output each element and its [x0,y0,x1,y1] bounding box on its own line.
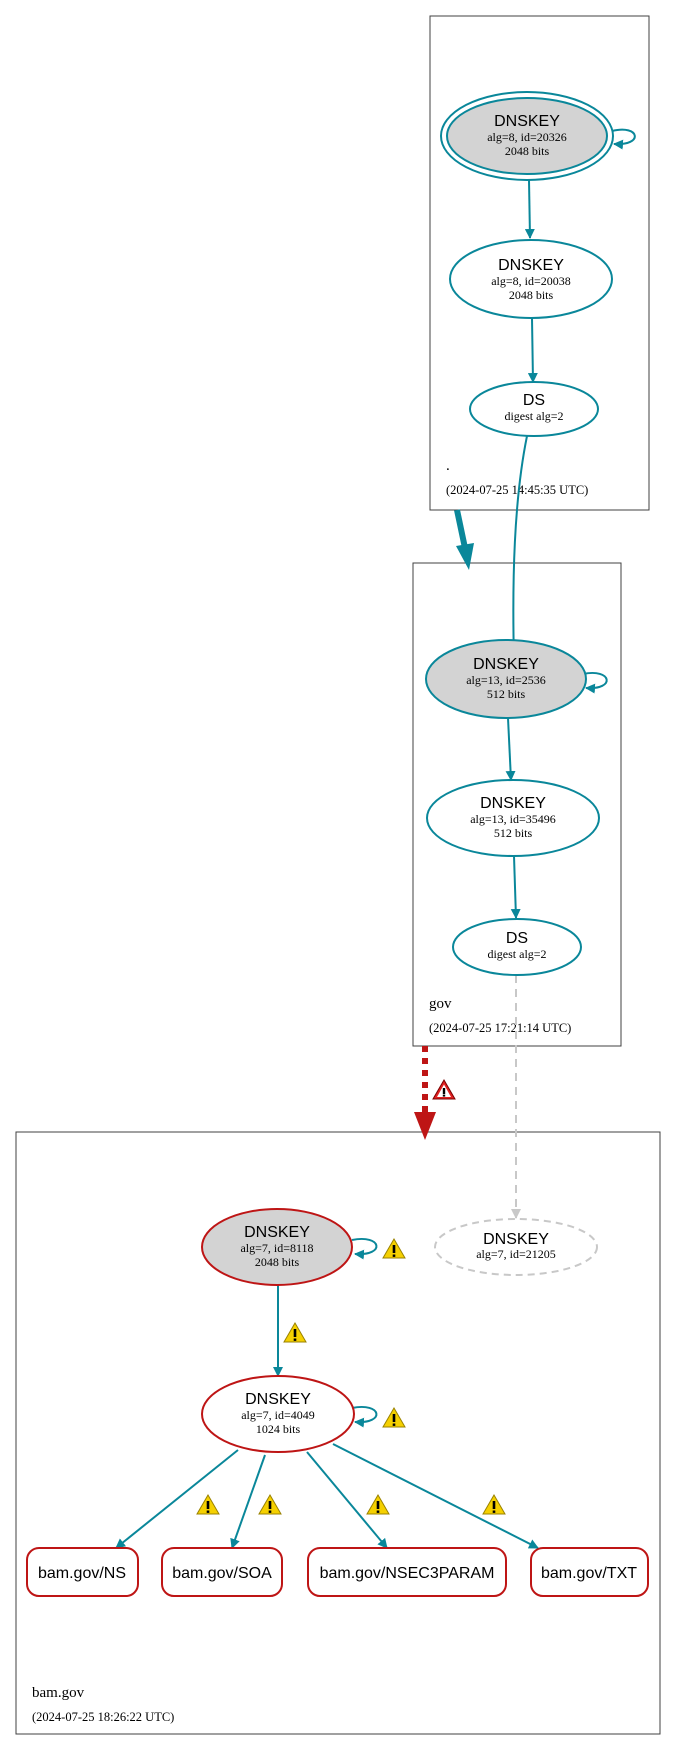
zone-name-root: . [446,458,450,474]
edge-bam-zsk-nsec3param [306,1451,388,1549]
node-gov-ksk[interactable]: DNSKEY alg=13, id=2536 512 bits [425,639,587,719]
edge-root-ksk-self [611,128,636,150]
rrset-nsec3param-label: bam.gov/NSEC3PARAM [320,1565,495,1582]
node-bam-missing-id: alg=7, id=21205 [476,1247,556,1261]
zone-date-root: (2024-07-25 14:45:35 UTC) [446,483,588,497]
delegation-warning-icon [432,1079,456,1100]
rrset-soa[interactable]: bam.gov/SOA [161,1547,283,1597]
node-gov-ksk-bits: 512 bits [487,687,526,701]
warning-icon-bam-nsec3param [366,1494,390,1515]
edge-bam-zsk-soa [230,1454,266,1549]
node-root-zsk-title: DNSKEY [498,257,564,274]
node-gov-ds[interactable]: DS digest alg=2 [452,918,582,976]
zone-name-gov: gov [429,996,452,1012]
warning-icon-bam-ksk-self [382,1238,406,1259]
zone-date-bam: (2024-07-25 18:26:22 UTC) [32,1710,174,1724]
zone-box-bam [15,1131,661,1735]
node-bam-ksk-title: DNSKEY [244,1224,310,1241]
warning-icon-bam-soa [258,1494,282,1515]
node-root-zsk-bits: 2048 bits [509,288,554,302]
edge-bam-zsk-ns [115,1449,239,1549]
edge-bam-zsk-txt [332,1443,539,1549]
node-root-ds[interactable]: DS digest alg=2 [469,381,599,437]
node-gov-ds-digest: digest alg=2 [487,947,546,961]
node-root-ksk-bits: 2048 bits [505,144,550,158]
edge-gov-zsk-ds [510,855,521,919]
node-bam-ksk-id: alg=7, id=8118 [240,1241,313,1255]
node-gov-ksk-id: alg=13, id=2536 [466,673,546,687]
node-gov-ds-title: DS [506,930,528,947]
node-root-ds-digest: digest alg=2 [504,409,563,423]
node-bam-ksk[interactable]: DNSKEY alg=7, id=8118 2048 bits [201,1208,353,1286]
node-gov-zsk-title: DNSKEY [480,795,546,812]
zone-name-bam: bam.gov [32,1685,85,1701]
rrset-nsec3param[interactable]: bam.gov/NSEC3PARAM [307,1547,507,1597]
node-bam-zsk-id: alg=7, id=4049 [241,1408,315,1422]
node-bam-missing-key[interactable]: DNSKEY alg=7, id=21205 [434,1218,598,1276]
node-root-ds-title: DS [523,392,545,409]
edge-bam-ksk-self [351,1237,378,1260]
edge-root-ds-gov-ksk [508,435,528,663]
node-root-zsk[interactable]: DNSKEY alg=8, id=20038 2048 bits [449,239,613,319]
node-bam-missing-title: DNSKEY [483,1231,549,1248]
edge-gov-ksk-zsk [505,717,516,781]
node-root-ksk[interactable]: DNSKEY alg=8, id=20326 2048 bits [440,91,614,181]
rrset-txt[interactable]: bam.gov/TXT [530,1547,649,1597]
rrset-ns[interactable]: bam.gov/NS [26,1547,139,1597]
edge-gov-ksk-self [582,671,608,694]
rrset-ns-label: bam.gov/NS [38,1565,126,1582]
edge-root-zsk-ds [527,317,538,383]
node-bam-zsk[interactable]: DNSKEY alg=7, id=4049 1024 bits [201,1375,355,1453]
node-root-zsk-id: alg=8, id=20038 [491,274,571,288]
node-gov-zsk[interactable]: DNSKEY alg=13, id=35496 512 bits [426,779,600,857]
warning-icon-bam-txt [482,1494,506,1515]
warning-icon-bam-ns [196,1494,220,1515]
edge-root-ksk-zsk [524,179,535,239]
node-gov-zsk-bits: 512 bits [494,826,533,840]
node-gov-ksk-title: DNSKEY [473,656,539,673]
warning-icon-bam-ksk-zsk [283,1322,307,1343]
node-bam-ksk-bits: 2048 bits [255,1255,300,1269]
zone-box-root [429,15,650,511]
node-bam-zsk-title: DNSKEY [245,1391,311,1408]
node-bam-zsk-bits: 1024 bits [256,1422,301,1436]
node-gov-zsk-id: alg=13, id=35496 [470,812,556,826]
zone-date-gov: (2024-07-25 17:21:14 UTC) [429,1021,571,1035]
node-root-ksk-id: alg=8, id=20326 [487,130,567,144]
delegation-root-gov-head [456,543,474,570]
edge-bam-zsk-self [351,1405,378,1428]
node-root-ksk-title: DNSKEY [494,113,560,130]
delegation-gov-bam-head [414,1112,436,1140]
rrset-txt-label: bam.gov/TXT [541,1565,637,1582]
warning-icon-bam-zsk-self [382,1407,406,1428]
delegation-root-gov [454,509,468,549]
rrset-soa-label: bam.gov/SOA [172,1565,272,1582]
